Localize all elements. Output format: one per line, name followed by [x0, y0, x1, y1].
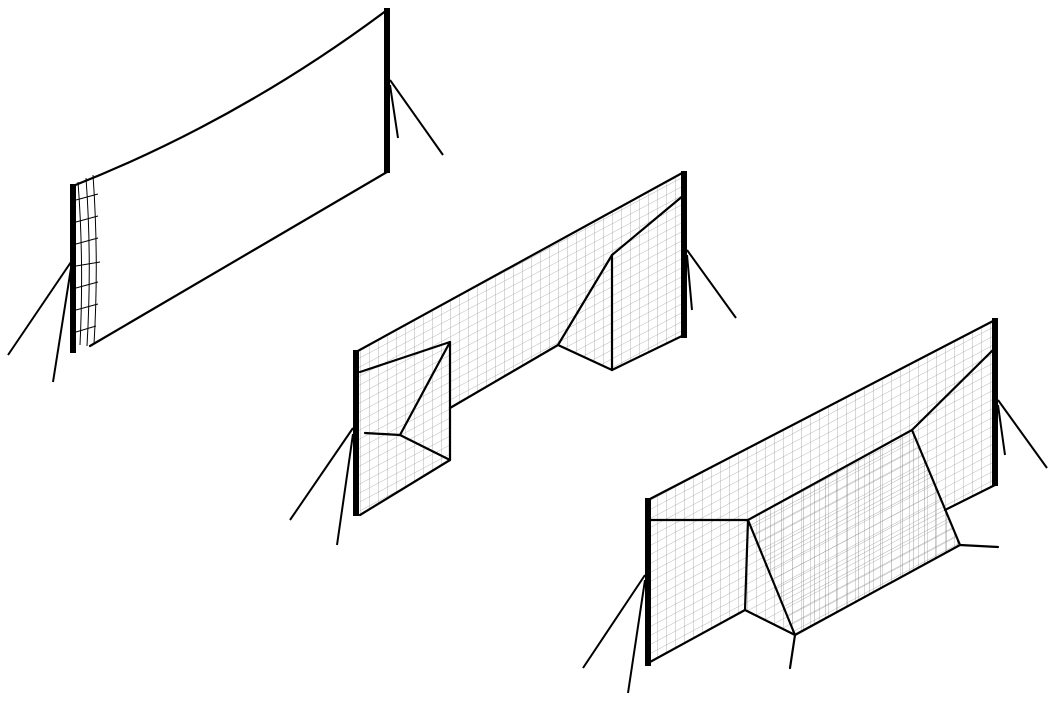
guy-line: [686, 254, 693, 311]
net-top-cord: [71, 8, 389, 188]
top-cord: [354, 170, 686, 354]
guy-line: [52, 267, 72, 383]
guy-line: [997, 404, 1006, 456]
guy-line: [289, 427, 354, 521]
guy-line: [389, 84, 399, 139]
guy-line: [582, 574, 646, 669]
front-panel-mesh: [748, 430, 960, 635]
guy-line: [7, 261, 72, 356]
net-folded: [7, 8, 444, 383]
left-pocket: [358, 340, 452, 517]
guy-line: [997, 399, 1048, 469]
net-goal-large: [582, 318, 1048, 694]
peg-line: [363, 431, 402, 437]
guy-line: [389, 79, 444, 156]
net-goal-small: [289, 170, 737, 546]
guy-line: [336, 433, 354, 546]
right-bottom: [943, 483, 997, 512]
peg-line: [958, 543, 1000, 549]
left-post: [743, 518, 750, 612]
right-top: [910, 346, 997, 432]
mesh: [356, 172, 684, 515]
peg-line: [788, 633, 797, 670]
middle-bottom: [448, 343, 560, 410]
guy-line: [686, 249, 737, 319]
bundled-mesh: [75, 174, 101, 347]
right-pocket: [556, 193, 686, 372]
top-cord: [646, 318, 997, 502]
net-bottom-cord: [88, 170, 389, 348]
guy-line: [627, 579, 646, 694]
